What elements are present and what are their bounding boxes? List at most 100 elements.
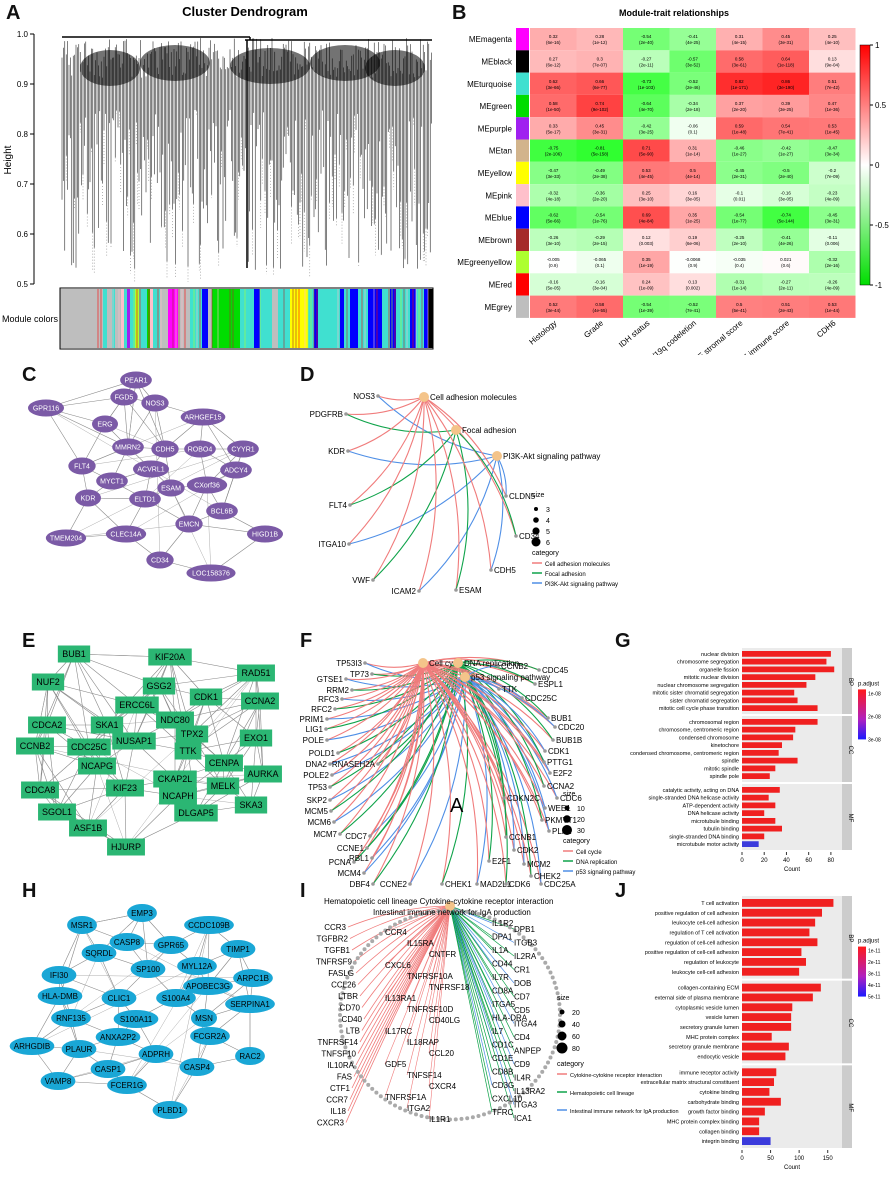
module-color-swatch [516, 94, 529, 118]
heatmap-row-label: MEblack [481, 57, 513, 66]
legend-title: p.adjust [858, 681, 879, 687]
heatmap-cell-pvalue: (2e-40) [639, 40, 654, 45]
facet-label: CC [847, 1019, 853, 1028]
heatmap-cell [716, 94, 763, 118]
module-color-segment [368, 289, 382, 348]
heatmap-cell-pvalue: (0.1) [688, 129, 698, 134]
heatmap-cell-pvalue: (1e-09) [639, 285, 654, 290]
gene-label: CCL26 [331, 981, 356, 990]
heatmap-cell-pvalue: (4e-14) [685, 174, 700, 179]
heatmap-cell-value: -0.81 [595, 146, 606, 151]
heatmap-cell [623, 72, 670, 95]
heatmap-cell [623, 184, 670, 207]
gene-node [475, 882, 479, 886]
dendrogram-ytick: 0.8 [17, 130, 29, 139]
bar-category-label: spindle pole [710, 774, 739, 780]
gene-label: ITGA2 [407, 1104, 431, 1113]
network-node [234, 796, 268, 814]
heatmap-cell-value: 0.12 [642, 235, 651, 240]
gene-label: CCR4 [385, 928, 407, 937]
gene-node [496, 664, 500, 668]
facet-label: CC [847, 746, 853, 755]
heatmap-cell-pvalue: (1e-27) [732, 152, 747, 157]
network-node-label: CYYR1 [231, 447, 254, 454]
bar-category-label: regulation of cell-cell adhesion [665, 940, 739, 946]
heatmap-cell-pvalue: (2e-11) [779, 285, 794, 290]
heatmap-cell [576, 50, 623, 73]
bar-category-label: microtubule binding [691, 819, 739, 825]
facet-strip [842, 716, 852, 782]
module-color-swatch [516, 251, 529, 274]
module-color-segment [318, 289, 340, 348]
heatmap-cell-pvalue: (5e-41) [732, 308, 747, 313]
gene-node [333, 707, 337, 711]
heatmap-cell [530, 228, 577, 251]
network-node-label: BCL6B [211, 509, 234, 516]
gene-node [417, 589, 421, 593]
legend-category-item: Cell cycle [576, 850, 602, 856]
legend-size-value: 30 [577, 828, 585, 835]
heatmap-cell [716, 50, 763, 73]
bar [742, 928, 810, 937]
heatmap-cell-value: -0.06 [688, 123, 699, 128]
gene-label: TNFRSF14 [318, 1038, 359, 1047]
gene-label: CD8B [492, 1068, 513, 1077]
network-node-label: BUB1 [62, 649, 86, 659]
module-color-segment [121, 289, 124, 348]
network-node [186, 476, 228, 494]
network-node [40, 1072, 76, 1090]
network-node-label: SP100 [136, 965, 161, 974]
legend-category-item: Cytokine-cytokine receptor interaction [570, 1073, 662, 1079]
module-color-swatch [516, 28, 529, 51]
module-color-segment [314, 289, 318, 348]
heatmap-cell-value: 0.5 [690, 168, 697, 173]
heatmap-cell-value: 0.28 [595, 34, 604, 39]
gene-node [512, 848, 516, 852]
heatmap-cell-pvalue: (1e-118) [777, 62, 794, 67]
heatmap-cell-pvalue: (2e-40) [778, 174, 793, 179]
legend-size-value: 20 [577, 817, 585, 824]
panel-label-h: H [22, 880, 37, 902]
heatmap-cell-pvalue: (3e-05) [778, 196, 793, 201]
colorbar-tick: -1 [875, 281, 883, 290]
gene-node [338, 832, 342, 836]
network-node-label: MMRN2 [115, 445, 141, 452]
heatmap-cell-pvalue: (3e-33) [546, 174, 561, 179]
panel-label-f: F [300, 630, 313, 652]
network-node-label: PLBD1 [157, 1106, 183, 1115]
legend-tick: 2e-11 [868, 960, 881, 966]
gene-label: CCR3 [324, 923, 346, 932]
heatmap-cell-value: 0.53 [828, 123, 837, 128]
facet-label: BP [847, 678, 853, 686]
category-node-label: p53 signaling pathway [471, 673, 550, 682]
heatmap-cell [623, 50, 670, 73]
bar [742, 899, 834, 907]
heatmap-cell-value: -0.73 [641, 79, 652, 84]
network-node [183, 977, 233, 995]
module-color-segment [390, 289, 396, 348]
module-color-segment [254, 289, 260, 348]
heatmap-cell-pvalue: (0.01) [733, 196, 745, 201]
network-node [110, 388, 138, 406]
heatmap-cell [809, 139, 856, 162]
colorbar-tick: 1 [875, 41, 880, 50]
network-node-label: APOBEC3G [186, 982, 230, 991]
x-tick-label: 20 [761, 858, 768, 864]
colorbar-tick: -0.5 [875, 221, 889, 230]
network-node [130, 960, 166, 978]
legend-category-item: DNA replication [576, 860, 617, 866]
network-node [90, 716, 124, 734]
heatmap-cell-pvalue: (1e-36) [825, 107, 840, 112]
bar [742, 983, 821, 992]
network-node [152, 1101, 188, 1119]
bar-category-label: MHC protein complex binding [667, 1119, 739, 1125]
heatmap-cell [623, 295, 670, 318]
gene-node [502, 796, 506, 800]
heatmap-cell-pvalue: (7e-41) [685, 308, 700, 313]
legend-colorbar [858, 689, 866, 740]
bar [742, 1042, 789, 1051]
heatmap-cell-pvalue: (2e-38) [592, 174, 607, 179]
gene-label: DPA1 [492, 933, 513, 942]
